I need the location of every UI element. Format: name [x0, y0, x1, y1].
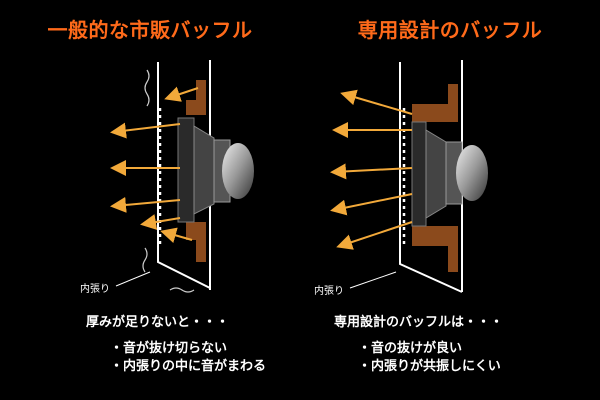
speaker-cone — [222, 143, 254, 199]
wavy-edge-bottom — [142, 247, 148, 273]
sound-arrow — [164, 86, 199, 102]
description-bullet: ・音が抜け切らない — [110, 341, 228, 356]
description-custom: 専用設計のバッフルは・・・ ・音の抜けが良い ・内張りが共振しにくい — [334, 314, 503, 376]
speaker-frame — [411, 121, 427, 227]
lining-label: 内張り — [80, 284, 110, 295]
description-heading: 専用設計のバッフルは・・・ — [334, 315, 504, 330]
sound-arrow — [340, 89, 413, 115]
title-custom-baffle: 専用設計のバッフル — [357, 18, 543, 42]
lining-label: 内張り — [314, 286, 344, 297]
baffle-top — [412, 84, 458, 122]
inner-lining — [157, 62, 211, 289]
description-heading: 厚みが足りないと・・・ — [86, 315, 230, 330]
description-bullet: ・内張りの中に音がまわる — [110, 359, 267, 374]
speaker-basket — [193, 125, 215, 215]
lining-pointer — [349, 271, 397, 289]
baffle-bottom — [186, 222, 206, 262]
diagram-custom-baffle — [330, 60, 488, 293]
title-generic-baffle: 一般的な市販バッフル — [47, 18, 253, 42]
sound-arrow — [330, 193, 413, 216]
description-generic: 厚みが足りないと・・・ ・音が抜け切らない ・内張りの中に音がまわる — [86, 314, 266, 376]
panel-generic-baffle: 一般的な市販バッフル — [47, 18, 267, 376]
lining-pointer — [115, 271, 151, 287]
speaker-frame — [177, 117, 195, 223]
sound-arrow — [160, 227, 193, 243]
speaker-cone — [456, 145, 488, 201]
description-bullet: ・音の抜けが良い — [358, 341, 463, 356]
description-bullet: ・内張りが共振しにくい — [358, 359, 501, 374]
baffle-bottom — [412, 226, 458, 272]
sound-arrow — [110, 122, 181, 139]
wavy-edge-top — [144, 69, 150, 107]
panel-custom-baffle: 専用設計のバッフル — [300, 0, 600, 400]
speaker-basket — [425, 129, 447, 219]
sound-arrow — [330, 163, 413, 180]
wavy-edge-base — [169, 287, 195, 293]
diagram-generic-baffle — [110, 60, 254, 293]
sound-arrow — [110, 196, 181, 213]
sound-arrow — [140, 214, 181, 230]
sound-arrow — [336, 221, 413, 250]
baffle-top — [186, 80, 206, 115]
